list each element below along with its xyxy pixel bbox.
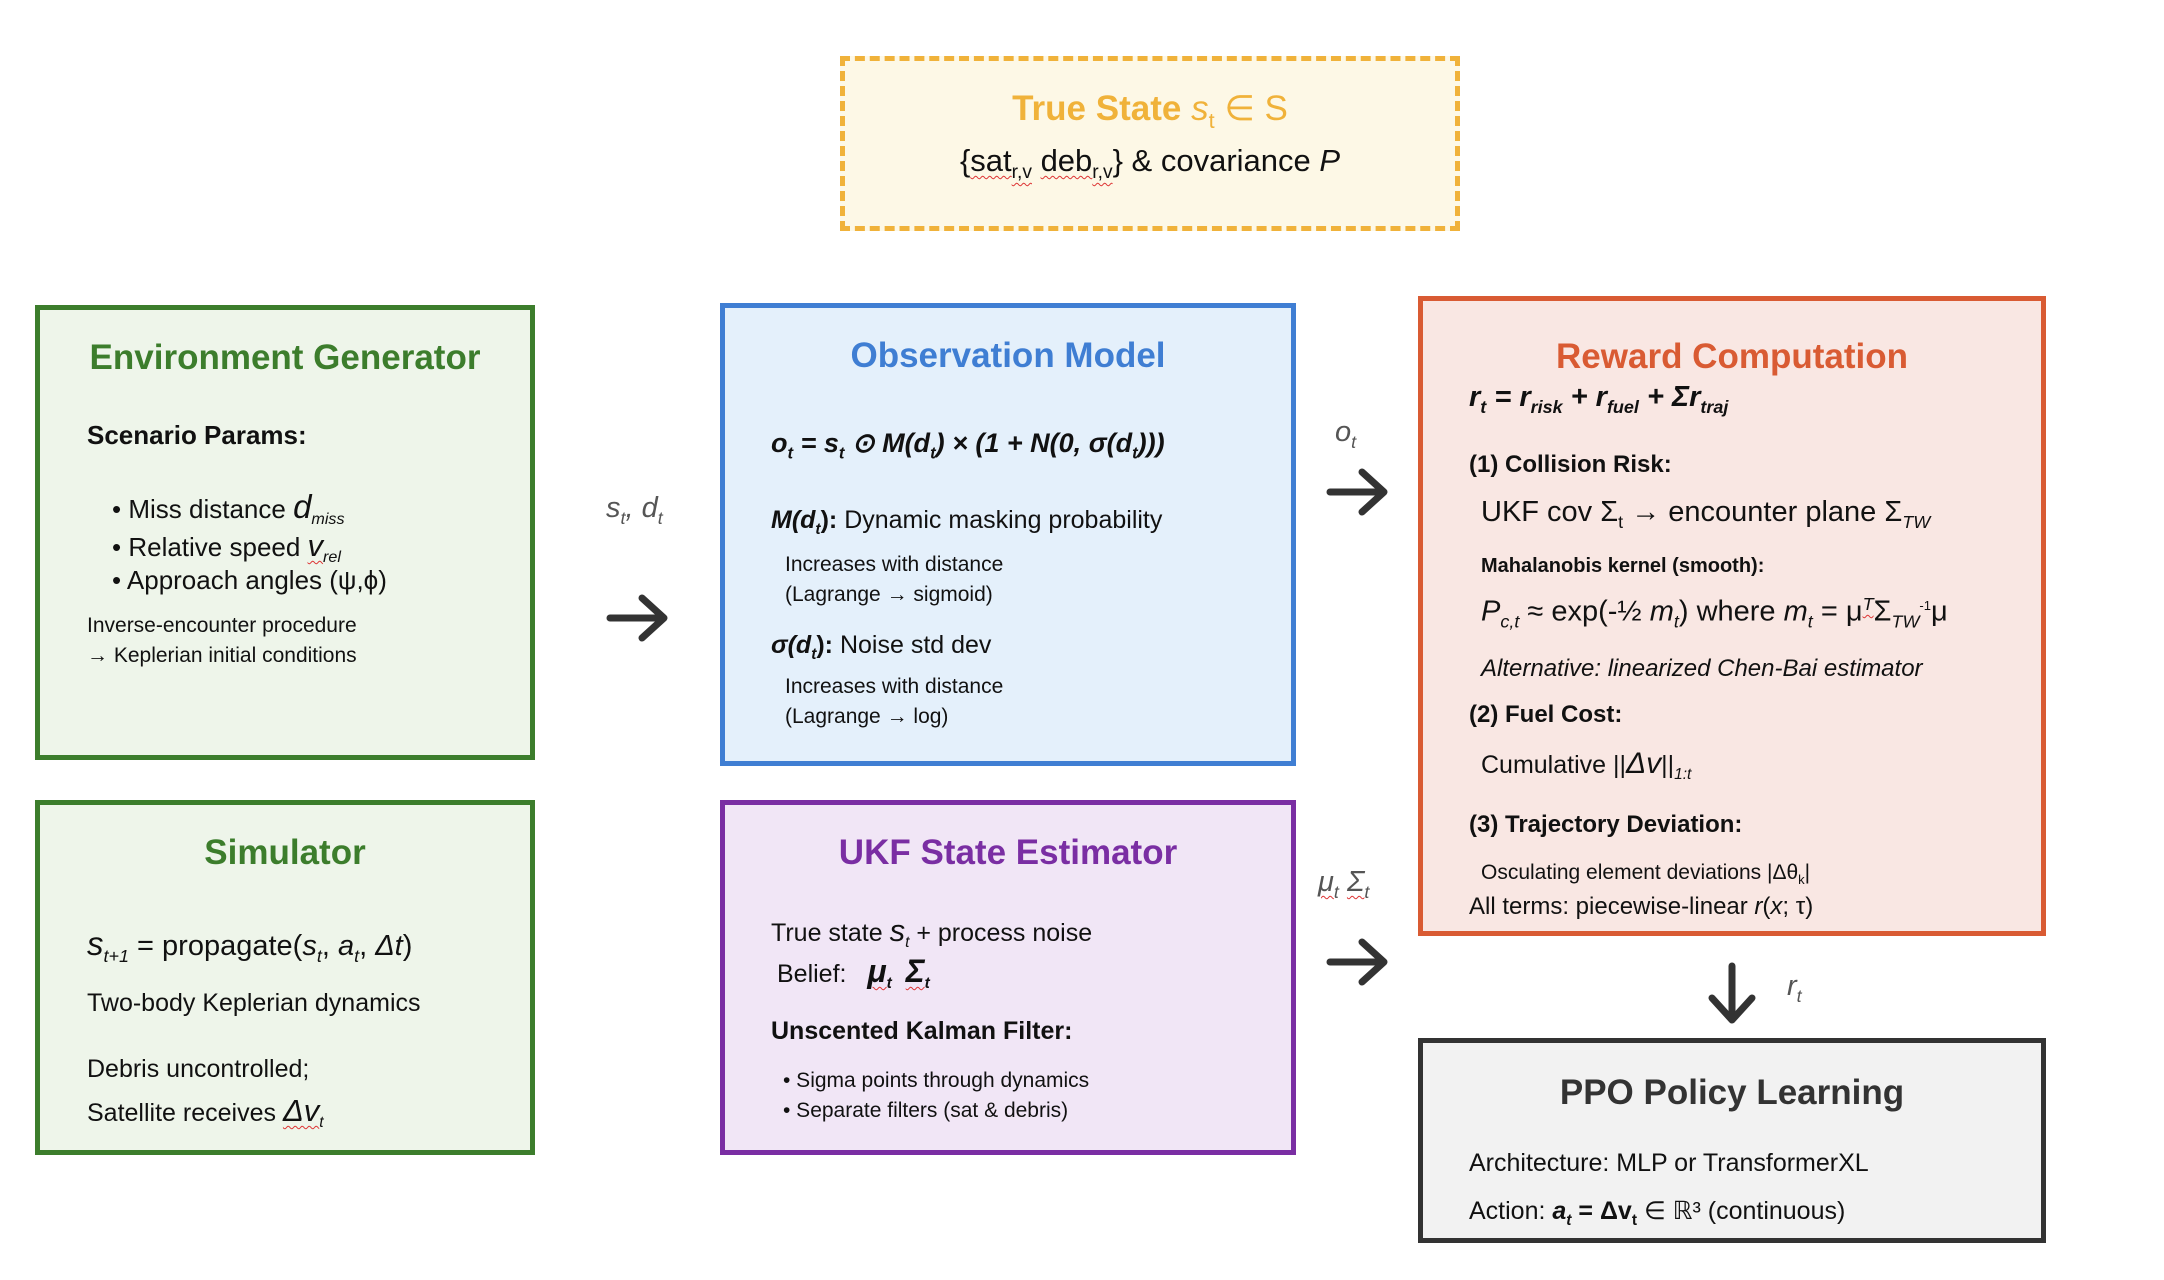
scenario-params-label: Scenario Params: [87, 420, 307, 450]
reward-edge-label: rt [1787, 970, 1802, 1006]
alternative-estimator-text: Alternative: linearized Chen-Bai estimat… [1481, 655, 1923, 682]
true-state-title: True State st ∈ S [1012, 89, 1288, 133]
noise-desc-1: Increases with distance [785, 675, 1004, 698]
environment-generator-box: Environment Generator Scenario Params: •… [35, 305, 535, 760]
environment-generator-title: Environment Generator [89, 338, 481, 377]
approach-angles-bullet: • Approach angles (ψ,ϕ) [112, 565, 387, 595]
ukf-estimator-title: UKF State Estimator [838, 833, 1178, 872]
dynamics-text: Two-body Keplerian dynamics [87, 989, 421, 1017]
true-state-formula: {satr,v debr,v} & covariance P [959, 143, 1341, 184]
propagate-equation: st+1 = propagate(st, at, Δt) [87, 925, 413, 966]
action-text: Action: at = Δvt ∈ ℝ³ (continuous) [1469, 1197, 1846, 1229]
architecture-text: Architecture: MLP or TransformerXL [1469, 1149, 1869, 1177]
belief-edge-label: μt Σt [1318, 866, 1370, 902]
ppo-policy-box: PPO Policy Learning Architecture: MLP or… [1418, 1038, 2046, 1243]
ppo-policy-title: PPO Policy Learning [1559, 1073, 1905, 1112]
simulator-box: Simulator st+1 = propagate(st, at, Δt) T… [35, 800, 535, 1155]
ukf-estimator-box: UKF State Estimator True state st + proc… [720, 800, 1296, 1155]
arrow-right-icon [606, 594, 668, 642]
ukf-cov-text: UKF cov Σt → encounter plane ΣTW [1481, 496, 1931, 532]
arrow-right-icon [1326, 468, 1388, 516]
true-state-box: True State st ∈ S {satr,v debr,v} & cova… [840, 56, 1460, 231]
state-distance-edge-label: st, dt [606, 492, 663, 528]
masking-desc-1: Increases with distance [785, 553, 1004, 576]
masking-label: M(dt): Dynamic masking probability [771, 506, 1163, 538]
piecewise-linear-text: All terms: piecewise-linear r(x; τ) [1469, 893, 1814, 920]
satellite-text: Satellite receives Δvt [87, 1093, 324, 1131]
arrow-down-icon [1708, 962, 1756, 1024]
noise-desc-2: (Lagrange → log) [785, 705, 949, 728]
ukf-filter-label: Unscented Kalman Filter: [771, 1017, 1073, 1045]
reward-computation-title: Reward Computation [1556, 337, 1908, 376]
osculating-deviation-text: Osculating element deviations |Δθk| [1481, 861, 1811, 888]
simulator-title: Simulator [204, 833, 366, 872]
true-state-noise-text: True state st + process noise [771, 913, 1093, 951]
debris-text: Debris uncontrolled; [87, 1055, 310, 1083]
relative-speed-bullet: • Relative speed vrel [112, 528, 341, 567]
fuel-cost-heading: (2) Fuel Cost: [1469, 701, 1623, 728]
trajectory-deviation-heading: (3) Trajectory Deviation: [1469, 811, 1743, 838]
keplerian-conditions-text: → Keplerian initial conditions [87, 644, 357, 667]
observation-model-title: Observation Model [850, 336, 1166, 375]
observation-equation: ot = st ⊙ M(dt) × (1 + N(0, σ(dt))) [771, 428, 1165, 463]
noise-label: σ(dt): Noise std dev [771, 631, 992, 663]
arrow-right-icon [1326, 938, 1388, 986]
miss-distance-bullet: • Miss distance dmiss [112, 488, 345, 529]
separate-filters-bullet: • Separate filters (sat & debris) [783, 1099, 1069, 1122]
reward-computation-box: Reward Computation rt = rrisk + rfuel + … [1418, 296, 2046, 936]
observation-model-box: Observation Model ot = st ⊙ M(dt) × (1 +… [720, 303, 1296, 766]
masking-desc-2: (Lagrange → sigmoid) [785, 583, 993, 606]
reward-equation: rt = rrisk + rfuel + Σrtraj [1469, 381, 1729, 417]
observation-edge-label: ot [1335, 416, 1357, 452]
belief-text: Belief: μt Σt [777, 953, 930, 992]
mahalanobis-label: Mahalanobis kernel (smooth): [1481, 555, 1765, 577]
collision-risk-heading: (1) Collision Risk: [1469, 451, 1672, 478]
collision-probability-equation: Pc,t ≈ exp(-½ mt) where mt = μTΣTW-1μ [1481, 594, 1948, 632]
inverse-encounter-text: Inverse-encounter procedure [87, 614, 357, 637]
sigma-points-bullet: • Sigma points through dynamics [783, 1069, 1090, 1092]
cumulative-fuel-text: Cumulative ||Δv||1:t [1481, 747, 1692, 783]
